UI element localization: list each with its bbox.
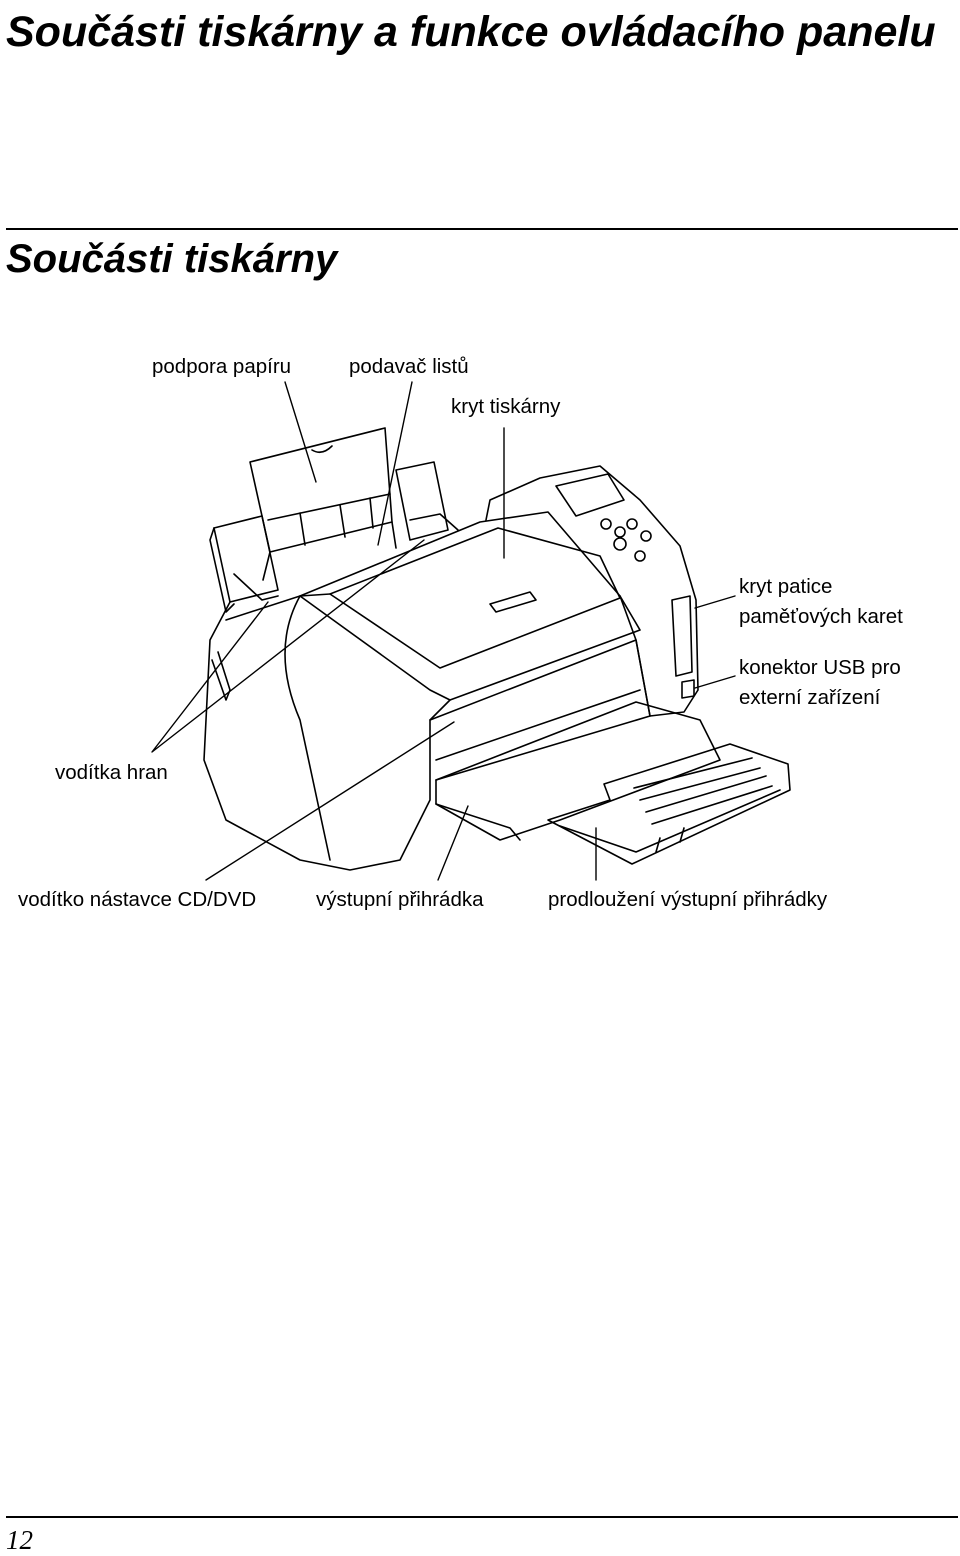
label-sheet-feeder: podavač listů — [349, 355, 469, 378]
label-output-tray-extension: prodloužení výstupní přihrádky — [548, 888, 828, 911]
label-card-slot-cover-line2: paměťových karet — [739, 605, 903, 628]
printer-illustration — [151, 381, 791, 881]
page-number: 12 — [6, 1525, 33, 1555]
page-title: Součásti tiskárny a funkce ovládacího pa… — [6, 8, 936, 56]
output-tray-drawing — [435, 701, 721, 841]
output-tray-extension-drawing — [547, 743, 791, 865]
section-title: Součásti tiskárny — [6, 237, 338, 281]
paper-support-drawing — [249, 427, 393, 553]
label-printer-cover: kryt tiskárny — [451, 395, 561, 418]
label-paper-support: podpora papíru — [152, 355, 292, 378]
label-card-slot-cover-line1: kryt patice — [739, 575, 833, 598]
printer-body-drawing — [203, 601, 451, 871]
label-output-tray: výstupní přihrádka — [316, 888, 484, 911]
label-cd-dvd-guide: vodítko nástavce CD/DVD — [18, 888, 257, 911]
control-panel-drawing — [485, 465, 699, 717]
printer-cover-drawing — [299, 511, 641, 701]
leader-lines — [151, 381, 736, 881]
footer-divider — [6, 1516, 958, 1518]
sheet-feeder-drawing — [213, 515, 279, 603]
label-edge-guides: vodítka hran — [55, 761, 168, 784]
label-usb-connector-line2: externí zařízení — [739, 686, 881, 709]
label-usb-connector-line1: konektor USB pro — [739, 656, 901, 679]
section-divider — [6, 228, 958, 230]
